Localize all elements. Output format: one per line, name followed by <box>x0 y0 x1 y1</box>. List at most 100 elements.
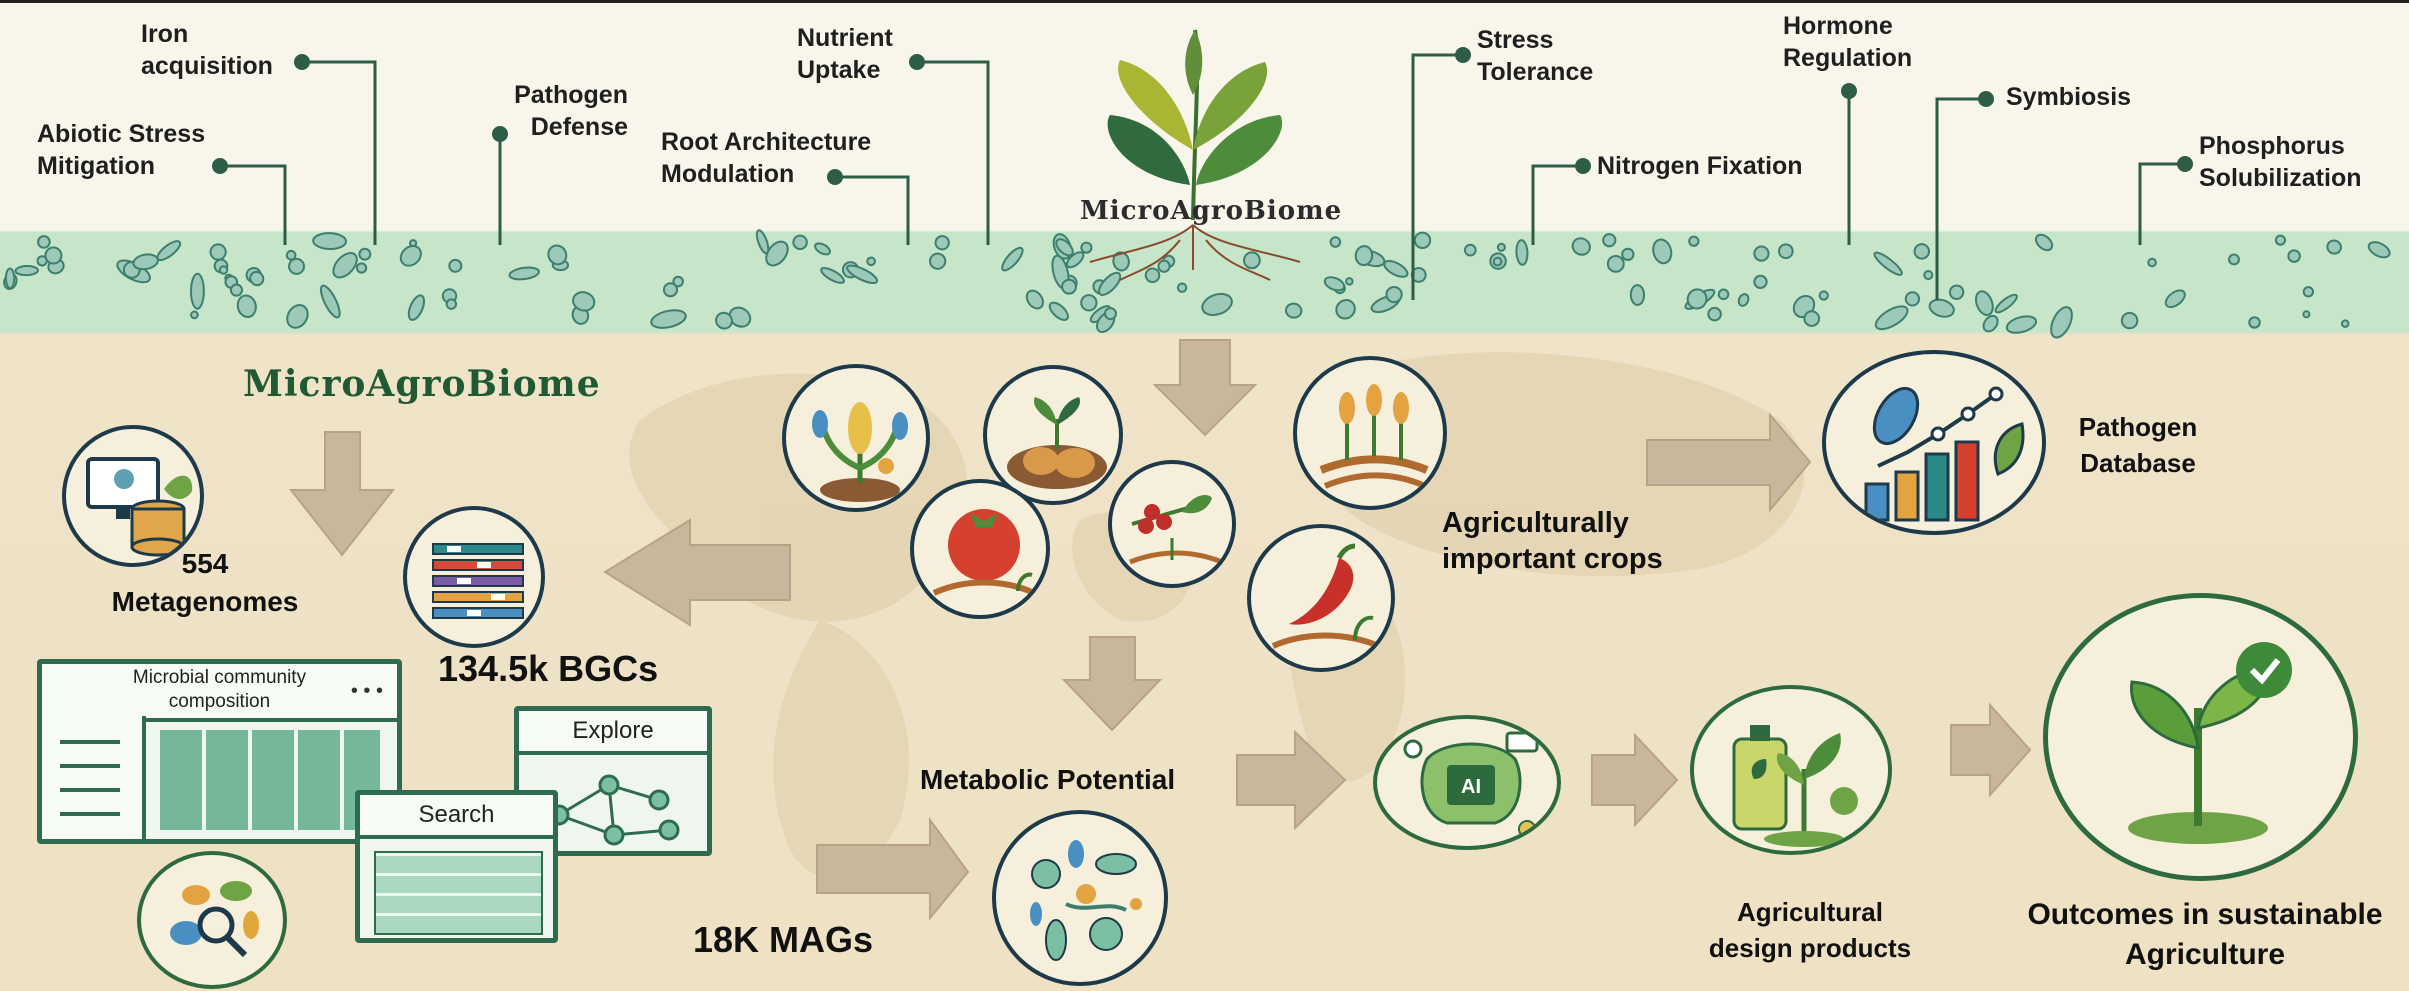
microbe-shape <box>190 272 205 310</box>
microbe-shape <box>1025 289 1044 310</box>
label-hormone-regulation: Hormone Regulation <box>1783 12 1913 72</box>
microbe-shape <box>2120 311 2139 330</box>
microbe-shape <box>662 282 679 298</box>
microbe-shape <box>319 284 341 319</box>
microbe-shape <box>2274 234 2287 246</box>
label-phosphorus-solubilization: Phosphorus Solubilization <box>2199 132 2362 192</box>
microbe-shape <box>236 294 257 318</box>
label-symbiosis: Symbiosis <box>2006 83 2132 111</box>
label-nitrogen-fixation: Nitrogen Fixation <box>1597 152 1803 180</box>
composition-table <box>160 730 380 830</box>
microbe-shape <box>1385 285 1403 304</box>
microbe-shape <box>1707 306 1722 322</box>
callout-dots <box>212 47 2193 185</box>
mags-label: 18K MAGs <box>693 919 874 960</box>
microbe-shape <box>2302 310 2311 319</box>
search-window[interactable]: Search <box>355 790 558 943</box>
products-label: Agricultural design products <box>1708 897 1912 963</box>
arrow-right-products <box>1591 732 1679 828</box>
microbe-shape <box>1873 251 1903 276</box>
microbe-shape <box>650 309 687 329</box>
microbe-shape <box>1994 293 2018 314</box>
composition-sidebar <box>42 716 146 839</box>
microbe-shape <box>715 311 733 330</box>
microbe-shape <box>1982 314 1999 333</box>
microbe-shape <box>814 242 831 256</box>
label-stress-tolerance: Stress Tolerance <box>1477 26 1594 86</box>
fertilizer-icon <box>1690 685 1892 855</box>
microbe-shape <box>2005 315 2038 334</box>
microbe-analysis-icon <box>137 851 287 989</box>
arrow-right-outcomes <box>1950 702 2032 798</box>
microbe-shape <box>1345 277 1354 286</box>
coffee-icon <box>1108 460 1236 588</box>
microbe-shape <box>1803 310 1821 327</box>
microbe-shape <box>399 244 422 267</box>
ai-chip-icon: AI <box>1373 715 1561 850</box>
microbe-shape <box>286 304 309 329</box>
microbe-shape <box>1383 260 1409 278</box>
explore-title[interactable]: Explore <box>519 711 707 755</box>
crops-label: Agriculturally important crops <box>1442 507 1663 575</box>
search-results-table <box>374 851 543 935</box>
microbe-shape <box>1753 245 1770 262</box>
label-pathogen-defense: Pathogen Defense <box>514 81 628 141</box>
microbe-shape <box>2302 286 2315 298</box>
database-icon <box>62 425 204 567</box>
microbe-shape <box>1335 299 1356 320</box>
microbe-shape <box>249 270 265 287</box>
brand-logo-top: MicroAgroBiome <box>1080 196 1343 226</box>
microbe-shape <box>1065 251 1085 269</box>
microbe-shape <box>288 257 306 275</box>
label-iron-acquisition: Iron acquisition <box>141 20 273 80</box>
microbe-shape <box>1904 291 1921 307</box>
microbe-shape <box>2367 241 2391 259</box>
microbe-shape <box>1913 243 1931 260</box>
microbe-shape <box>2147 257 2157 268</box>
microbe-shape <box>1874 305 1909 331</box>
microbe-shape <box>407 294 426 321</box>
microbe-shape <box>448 258 463 273</box>
bgc-icon <box>403 506 545 648</box>
microbe-shape <box>4 267 16 290</box>
explore-window[interactable]: Explore <box>514 706 712 856</box>
microbe-shape <box>1103 307 1117 321</box>
microbe-shape <box>2248 316 2261 329</box>
microbe-shape <box>1157 259 1171 273</box>
microbe-shape <box>332 252 358 279</box>
microbe-shape <box>765 240 789 267</box>
microbe-shape <box>1354 245 1374 267</box>
microbe-shape <box>445 298 458 310</box>
microbe-shape <box>1201 292 1233 317</box>
microbe-shape <box>1176 282 1188 293</box>
microbe-shape <box>1080 241 1093 254</box>
search-title[interactable]: Search <box>360 795 553 839</box>
microbe-shape <box>1323 276 1346 292</box>
microbe-shape <box>1048 301 1069 321</box>
window-menu-icon[interactable]: • • • <box>350 680 383 702</box>
microbe-shape <box>1144 267 1161 284</box>
microbe-shape <box>1492 256 1503 267</box>
microbe-shape <box>1413 231 1432 250</box>
bgcs-label: 134.5k BGCs <box>438 648 659 689</box>
sprout-check-icon <box>2043 593 2358 881</box>
microbe-shape <box>1055 238 1074 257</box>
wheat-icon <box>1293 356 1447 510</box>
microbe-shape <box>1629 284 1646 306</box>
microbe-shape <box>1948 284 1965 300</box>
microbe-shape <box>44 246 63 265</box>
microbe-shape <box>2228 253 2240 266</box>
microbe-shape <box>229 283 244 297</box>
microbe-shape <box>934 235 950 251</box>
microbe-shape <box>547 244 568 266</box>
microbe-shape <box>1923 269 1934 281</box>
microbe-community-icon <box>992 810 1168 986</box>
arrow-down-metabolic <box>1061 636 1163 732</box>
logo-plant-icon <box>1089 29 1301 281</box>
microbe-shape <box>355 262 368 274</box>
microbe-shape <box>2050 306 2073 339</box>
metagenomes-label: 554 Metagenomes <box>111 548 299 617</box>
microbe-shape <box>312 232 348 251</box>
chili-icon <box>1247 524 1395 672</box>
microbe-shape <box>846 264 879 285</box>
